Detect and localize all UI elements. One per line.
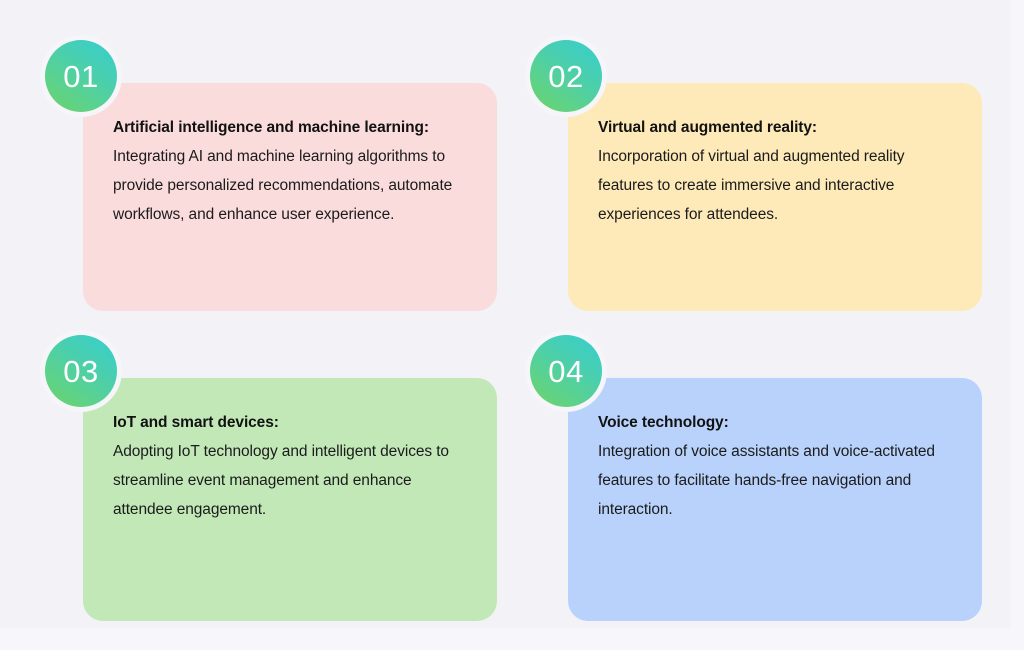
card-panel-03: IoT and smart devices: Adopting IoT tech… <box>83 378 497 621</box>
card-heading-01: Artificial intelligence and machine lear… <box>113 119 429 136</box>
card-body-04: Integration of voice assistants and voic… <box>598 443 935 518</box>
card-panel-04: Voice technology: Integration of voice a… <box>568 378 982 621</box>
step-number-03: 03 <box>63 353 99 389</box>
card-item-03[interactable]: IoT and smart devices: Adopting IoT tech… <box>45 335 497 621</box>
card-panel-02: Virtual and augmented reality: Incorpora… <box>568 83 982 311</box>
card-heading-03: IoT and smart devices: <box>113 414 279 431</box>
step-number-02: 02 <box>548 58 584 94</box>
step-number-01: 01 <box>63 58 99 94</box>
bottom-edge-strip <box>0 628 1024 650</box>
step-badge-04: 04 <box>530 335 602 407</box>
step-number-04: 04 <box>548 353 584 389</box>
card-heading-04: Voice technology: <box>598 414 729 431</box>
step-badge-01: 01 <box>45 40 117 112</box>
card-item-01[interactable]: Artificial intelligence and machine lear… <box>45 40 497 311</box>
step-badge-02: 02 <box>530 40 602 112</box>
right-edge-strip <box>1011 0 1024 650</box>
card-item-04[interactable]: Voice technology: Integration of voice a… <box>530 335 982 621</box>
step-badge-03: 03 <box>45 335 117 407</box>
card-heading-02: Virtual and augmented reality: <box>598 119 817 136</box>
card-item-02[interactable]: Virtual and augmented reality: Incorpora… <box>530 40 982 311</box>
card-body-02: Incorporation of virtual and augmented r… <box>598 148 905 223</box>
card-body-03: Adopting IoT technology and intelligent … <box>113 443 449 518</box>
card-body-01: Integrating AI and machine learning algo… <box>113 148 453 223</box>
card-panel-01: Artificial intelligence and machine lear… <box>83 83 497 311</box>
